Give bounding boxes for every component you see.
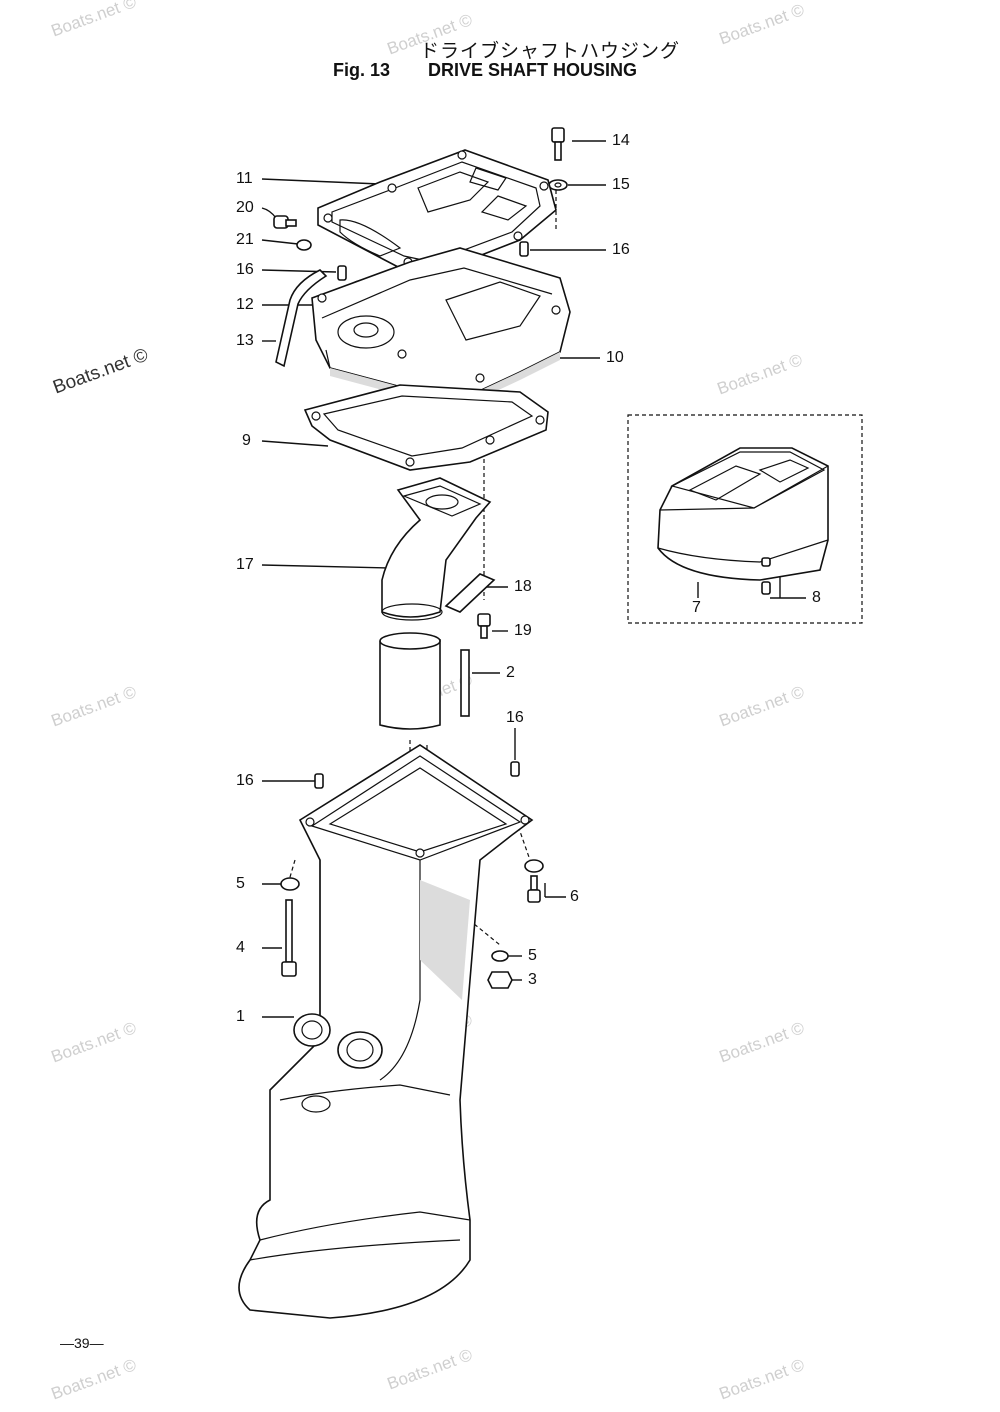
callout-8: 8 [812, 589, 821, 606]
exhaust-pipe-17 [381, 477, 492, 621]
tube-13 [275, 269, 328, 368]
title-japanese: ドライブシャフトハウジング [419, 40, 680, 62]
callout-2: 2 [506, 664, 515, 681]
bracket-18 [444, 573, 496, 613]
callout-18: 18 [514, 578, 532, 595]
callout-7: 7 [692, 599, 701, 616]
bolt-14 [551, 127, 565, 161]
washer-15 [548, 179, 568, 191]
stud-2 [460, 649, 470, 717]
callout-14: 14 [612, 132, 630, 149]
callout-20: 20 [236, 199, 254, 216]
callout-6: 6 [570, 888, 579, 905]
callout-16: 16 [236, 261, 254, 278]
callout-10: 10 [606, 349, 624, 366]
upper-casting-10 [311, 247, 571, 408]
washer-5-right [491, 950, 509, 962]
figure-label: Fig. 13 [333, 60, 391, 80]
dowel-16-top-left [337, 265, 347, 281]
callout-19: 19 [514, 622, 532, 639]
callout-5: 5 [528, 947, 537, 964]
page-number: —39— [60, 1335, 104, 1351]
drive-shaft-housing-1 [238, 744, 534, 1319]
dowel-16-top-right [519, 241, 529, 257]
callout-1: 1 [236, 1008, 245, 1025]
callout-16: 16 [236, 772, 254, 789]
callout-4: 4 [236, 939, 245, 956]
callout-16: 16 [506, 709, 524, 726]
exhaust-sleeve [379, 632, 441, 730]
callout-11: 11 [236, 170, 253, 187]
figure-title: DRIVE SHAFT HOUSING [428, 60, 638, 80]
bolt-4 [281, 899, 297, 977]
inset-alternate-housing [627, 414, 863, 624]
callout-3: 3 [528, 971, 537, 988]
dowel-16-lower-left [314, 773, 324, 789]
callout-15: 15 [612, 176, 630, 193]
gasket-11 [317, 149, 557, 276]
bolt-6 [524, 859, 544, 903]
washer-5-left [280, 877, 300, 891]
washer-21 [296, 239, 312, 251]
callout-21: 21 [236, 231, 254, 248]
callout-13: 13 [236, 332, 254, 349]
callout-16: 16 [612, 241, 630, 258]
fitting-20 [273, 215, 297, 229]
callout-5: 5 [236, 875, 245, 892]
dowel-16-lower-right [510, 761, 520, 777]
callout-12: 12 [236, 296, 254, 313]
bolt-19 [477, 613, 491, 639]
nut-3 [487, 971, 513, 989]
callout-17: 17 [236, 556, 254, 573]
callout-9: 9 [242, 432, 251, 449]
gasket-9 [303, 384, 549, 471]
